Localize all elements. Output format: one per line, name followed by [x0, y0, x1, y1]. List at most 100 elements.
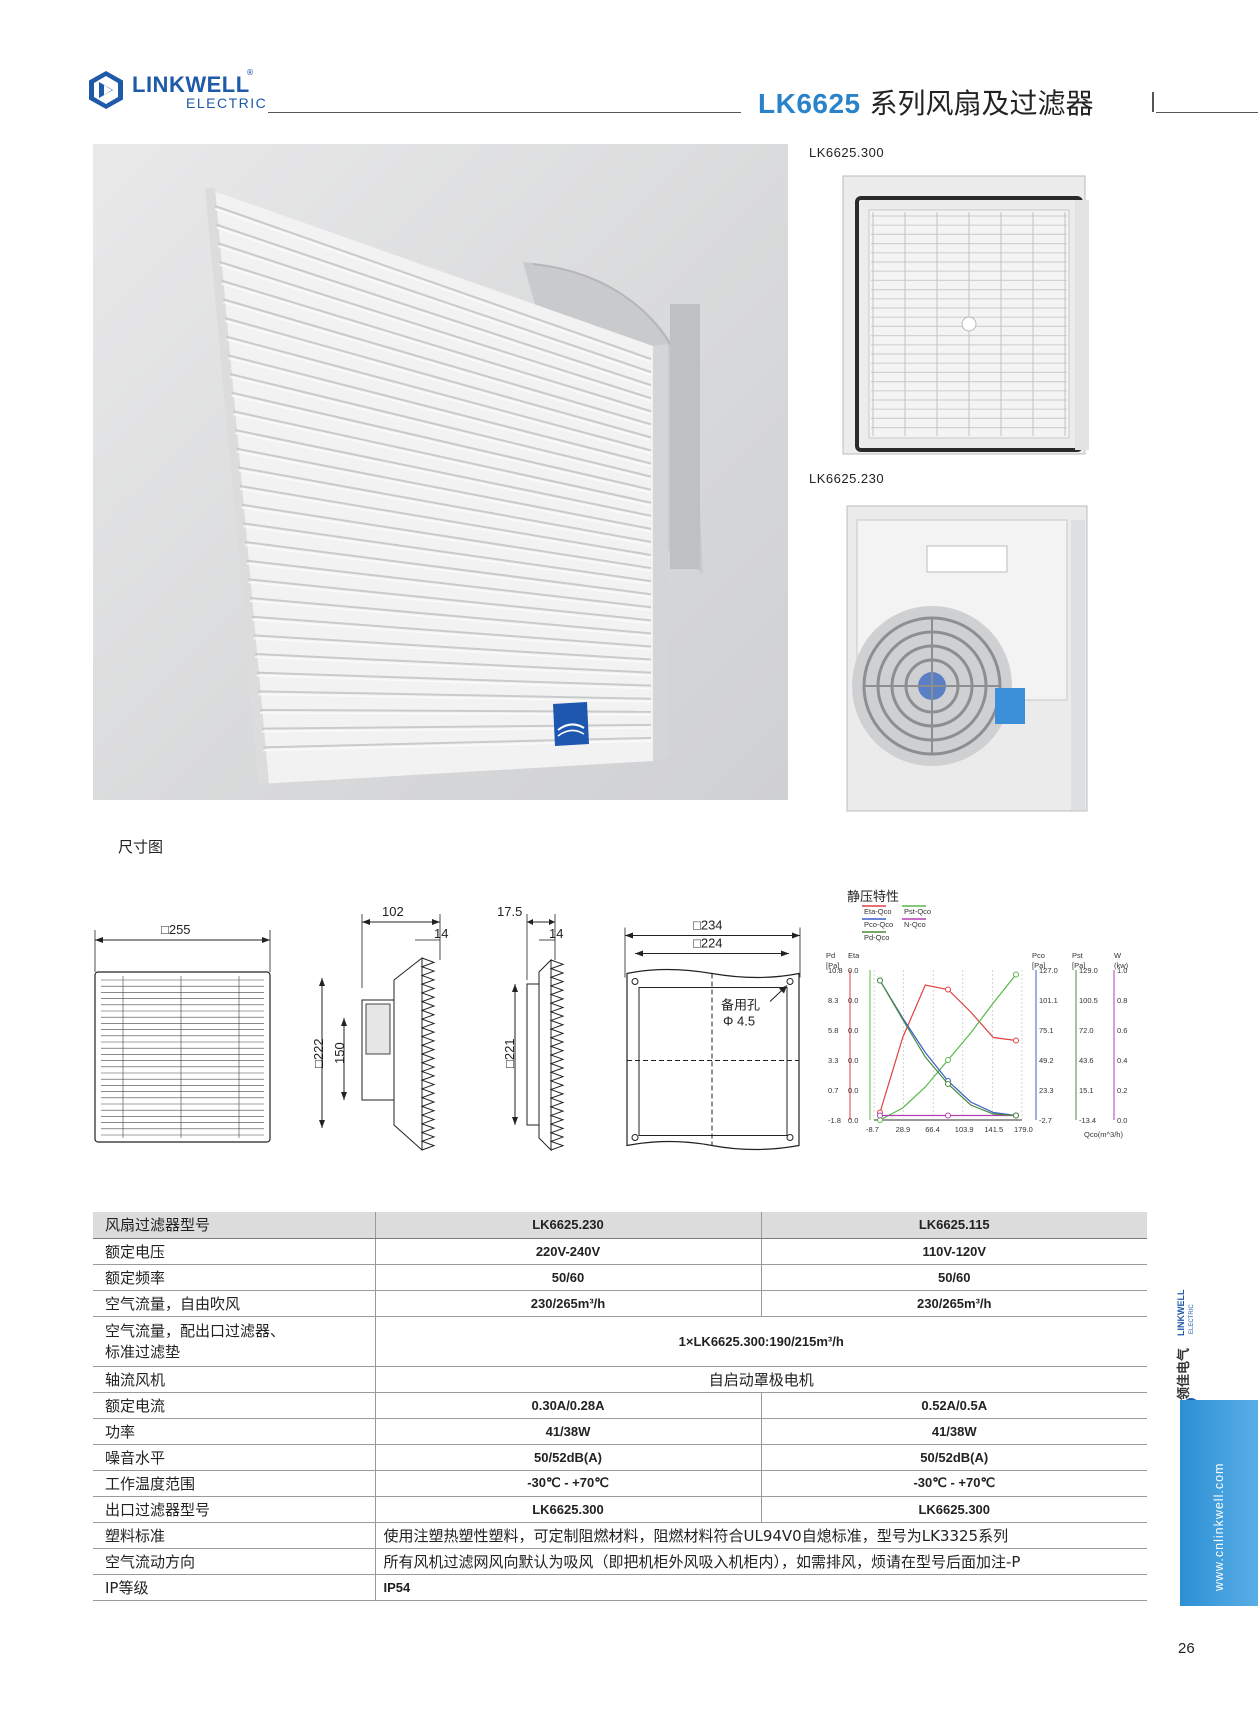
row-value-merged: 使用注塑热塑性塑料，可定制阻燃材料，阻燃材料符合UL94V0自熄标准，型号为LK… [374, 1522, 1147, 1549]
row-value-merged: 自启动罩极电机 [374, 1366, 1147, 1393]
y-tick-label: 8.3 [828, 996, 838, 1005]
header-tick [1152, 92, 1154, 112]
side-depth-label: 102 [382, 904, 404, 919]
front-view-drawing: □255 [94, 922, 271, 1143]
y-tick-label: 72.0 [1079, 1026, 1094, 1035]
louvre-slat [258, 690, 652, 700]
louvre-highlight [223, 301, 652, 429]
table-row: IP等级 IP54 [93, 1574, 1147, 1601]
row-label: 空气流量，配出口过滤器、标准过滤垫 [93, 1316, 375, 1367]
louvre-highlight [219, 264, 652, 402]
louvre-highlight [244, 544, 652, 598]
side-brand: 领佳电气 LINKWELL ELECTRIC [1176, 1289, 1199, 1414]
page-title: LK6625 系列风扇及过滤器 [758, 82, 1094, 122]
table-row: 功率 41/38W 41/38W [93, 1418, 1147, 1445]
x-tick-label: 103.9 [955, 1125, 974, 1134]
row-label: 噪音水平 [93, 1444, 375, 1471]
table-row: 空气流量，自由吹风 230/265m³/h 230/265m³/h [93, 1290, 1147, 1317]
y-tick-label: -2.7 [1039, 1116, 1052, 1125]
legend-label: Pst-Qco [904, 907, 931, 916]
caption-filter: LK6625.300 [809, 145, 885, 160]
louvre-slat [254, 653, 652, 674]
louvre-highlight [221, 282, 652, 415]
filter-teeth [549, 959, 565, 1151]
y-tick-label: 5.8 [828, 1026, 838, 1035]
row-value-a: 230/265m³/h [374, 1290, 761, 1317]
louvre-highlight [226, 338, 652, 455]
y-tick-label: 75.1 [1039, 1026, 1054, 1035]
series-point [945, 1081, 951, 1087]
axis-unit: [Pa] [1032, 961, 1045, 970]
x-tick-label: -8.7 [866, 1125, 879, 1134]
louvre-slat [229, 373, 652, 478]
dimension-section-title: 尺寸图 [118, 838, 164, 856]
table-row: 工作温度范围 -30℃ - +70℃ -30℃ - +70℃ [93, 1470, 1147, 1497]
y-tick-label: 49.2 [1039, 1056, 1054, 1065]
series-point [1013, 971, 1019, 978]
table-row: 塑料标准 使用注塑热塑性塑料，可定制阻燃材料，阻燃材料符合UL94V0自熄标准，… [93, 1522, 1147, 1549]
louvre-slat [253, 634, 652, 661]
louvre-slat [218, 242, 652, 387]
filter-sawtooth [549, 959, 565, 1151]
side-brand-cn: 领佳电气 [1176, 1348, 1192, 1400]
y-tick-label: 43.6 [1079, 1056, 1094, 1065]
spare-hole-label: 备用孔 [721, 998, 760, 1013]
louvre-highlight [229, 376, 652, 481]
table-header-row: 风扇过滤器型号 LK6625.230 LK6625.115 [93, 1212, 1147, 1239]
filter-height-label: □221 [502, 1038, 517, 1068]
series-point [877, 977, 883, 984]
louvre-highlight [246, 562, 652, 612]
fan-rear-illustration [846, 505, 1088, 812]
row-label-line1: 空气流量，配出口过滤器、 [105, 1322, 286, 1340]
louvre-slat [248, 578, 652, 622]
y-tick-label: 0.0 [848, 996, 858, 1005]
row-value-a: -30℃ - +70℃ [374, 1470, 761, 1497]
series-line [879, 974, 1017, 1121]
row-value-b: 41/38W [760, 1418, 1147, 1445]
side-brand-en-sub: ELECTRIC [1189, 1304, 1195, 1334]
registered-mark: ® [246, 68, 254, 77]
y-tick-label: 0.0 [848, 1056, 858, 1065]
y-tick-label: 0.8 [1117, 996, 1127, 1005]
table-row: 空气流量，配出口过滤器、标准过滤垫 1×LK6625.300:190/215m³… [93, 1316, 1147, 1367]
louvre-slat [241, 503, 652, 570]
louvre-highlight [231, 394, 652, 494]
row-value-a: 0.30A/0.28A [374, 1392, 761, 1419]
row-value-a: LK6625.300 [374, 1496, 761, 1523]
louvre-highlight [218, 245, 652, 389]
louvre-slat [249, 597, 652, 635]
side-height-label: □222 [311, 1038, 326, 1068]
louvre-slat [246, 559, 652, 609]
louvre-slat [239, 485, 652, 556]
louvre-highlight [258, 693, 652, 703]
series-point [1013, 1112, 1019, 1119]
row-label: 塑料标准 [93, 1522, 375, 1549]
row-value-b: 0.52A/0.5A [760, 1392, 1147, 1419]
table-row: 额定电压 220V-240V 110V-120V [93, 1238, 1147, 1265]
y-tick-label: 0.0 [848, 1086, 858, 1095]
caption-fan: LK6625.230 [809, 471, 885, 486]
y-tick-label: 100.5 [1079, 996, 1098, 1005]
product-photo-filter [835, 170, 1095, 460]
row-label: 出口过滤器型号 [93, 1496, 375, 1523]
row-label: 空气流动方向 [93, 1548, 375, 1575]
axis-title: W [1114, 951, 1122, 960]
filter-flange-label: 14 [549, 926, 563, 941]
y-tick-label: 0.0 [848, 1026, 858, 1035]
y-tick-label: 129.0 [1079, 966, 1098, 975]
louvre-slat [234, 429, 652, 517]
louvre-slat [251, 615, 652, 648]
model-a-header: LK6625.230 [374, 1212, 761, 1239]
row-value-merged: 所有风机过滤网风向默认为吸风（即把机柜外风吸入机柜内），如需排风，烦请在型号后面… [374, 1548, 1147, 1575]
louvre-highlight [248, 581, 652, 625]
louvre-slat [216, 223, 652, 374]
louvre-highlight [243, 525, 652, 585]
side-color-bar [1180, 1400, 1258, 1606]
table-row: 空气流动方向 所有风机过滤网风向默认为吸风（即把机柜外风吸入机柜内），如需排风，… [93, 1548, 1147, 1575]
louvre-slat [238, 466, 652, 543]
x-axis-label: Qco(m^3/h) [1084, 1130, 1123, 1139]
louvre-slat [219, 261, 652, 400]
